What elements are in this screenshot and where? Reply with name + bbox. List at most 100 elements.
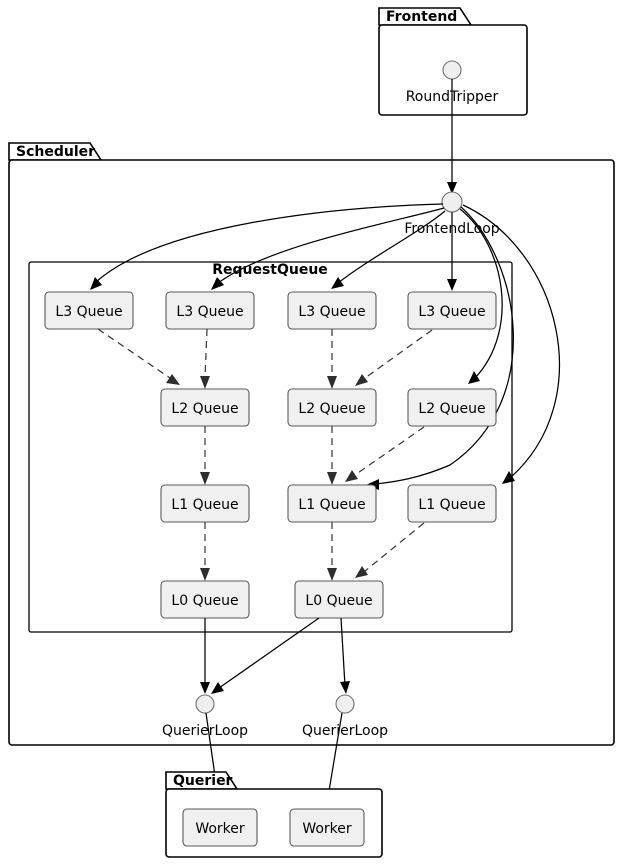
querier-package-title: Querier: [173, 773, 233, 789]
frontendloop-interface-circle[interactable]: [441, 191, 463, 213]
node-l2-queue-1[interactable]: L2 Queue: [160, 388, 250, 427]
group-request-queue: RequestQueue: [28, 261, 513, 633]
edge-line: [218, 617, 320, 689]
edge-l0-2-to-querierloop-1: [211, 617, 320, 694]
arrowhead: [200, 472, 210, 485]
node-l1-queue-1[interactable]: L1 Queue: [160, 484, 250, 523]
edge-line: [364, 329, 433, 379]
arrowhead: [90, 277, 102, 290]
edge-l1-1-to-l0-1: [200, 522, 210, 581]
node-worker-1[interactable]: Worker: [182, 808, 258, 847]
node-l3-queue-4[interactable]: L3 Queue: [407, 291, 497, 330]
querierloop-2-label: QuerierLoop: [302, 723, 388, 739]
node-label: L0 Queue: [171, 593, 238, 609]
edge-line: [459, 208, 503, 379]
node-l0-queue-2[interactable]: L0 Queue: [294, 580, 384, 619]
node-l0-queue-1[interactable]: L0 Queue: [160, 580, 250, 619]
querierloop-1-interface: QuerierLoop: [162, 694, 248, 739]
node-l2-queue-3[interactable]: L2 Queue: [407, 388, 497, 427]
node-l2-queue-2[interactable]: L2 Queue: [287, 388, 377, 427]
node-label: L1 Queue: [418, 497, 485, 513]
edge-line: [217, 207, 445, 284]
arrowhead: [331, 277, 344, 289]
edge-frontendloop-to-l2-3: [459, 208, 503, 384]
node-box[interactable]: [294, 580, 384, 619]
edge-l3-2-to-l2-1: [200, 328, 210, 389]
node-box[interactable]: [165, 291, 255, 330]
node-label: L2 Queue: [171, 401, 238, 417]
node-l3-queue-3[interactable]: L3 Queue: [287, 291, 377, 330]
node-label: L0 Queue: [305, 593, 372, 609]
edge-l2-3-to-l1-2: [345, 426, 425, 482]
frontend-package-title: Frontend: [386, 9, 457, 25]
request-queue-title: RequestQueue: [212, 262, 328, 278]
arrowhead: [166, 374, 180, 385]
edge-line: [354, 426, 425, 476]
node-label: L3 Queue: [418, 304, 485, 320]
arrowhead: [355, 566, 368, 578]
edge-l1-2-to-l0-2: [327, 522, 337, 581]
arrowhead: [447, 182, 457, 194]
edge-line: [97, 328, 171, 379]
edge-line: [364, 522, 425, 572]
node-label: Worker: [195, 821, 245, 837]
querierloop-1-interface-circle[interactable]: [195, 694, 215, 714]
arrowhead: [327, 568, 337, 581]
edge-l0-1-to-querierloop-1: [200, 618, 210, 694]
querierloop-2-interface-circle[interactable]: [335, 694, 355, 714]
edge-l2-2-to-l1-2: [327, 426, 337, 485]
edge-line: [327, 712, 343, 798]
arrowhead: [200, 568, 210, 581]
scheduler-package-title: Scheduler: [16, 144, 95, 160]
node-label: L2 Queue: [418, 401, 485, 417]
querierloop-2-interface: QuerierLoop: [302, 694, 388, 739]
edge-line: [337, 210, 446, 284]
node-label: L3 Queue: [55, 304, 122, 320]
edge-l2-1-to-l1-1: [200, 426, 210, 485]
edge-frontendloop-to-l3-3: [331, 210, 446, 289]
arrowhead: [447, 279, 457, 291]
edge-roundtripper-to-frontendloop: [447, 79, 457, 194]
edge-line: [462, 204, 561, 479]
node-box[interactable]: [289, 808, 365, 847]
edge-l1-3-to-l0-2: [355, 522, 425, 578]
node-box[interactable]: [407, 291, 497, 330]
edge-frontendloop-to-l3-2: [211, 207, 445, 290]
edge-l3-4-to-l2-2: [355, 329, 433, 386]
arrowhead: [200, 682, 210, 694]
edge-l0-2-to-querierloop-2: [340, 617, 350, 694]
node-box[interactable]: [407, 484, 497, 523]
arrowhead: [327, 472, 337, 485]
arrowhead: [355, 374, 368, 386]
arrowhead: [211, 682, 224, 694]
node-box[interactable]: [182, 808, 258, 847]
arrowhead: [502, 471, 515, 484]
arrowhead: [345, 470, 358, 482]
node-l3-queue-1[interactable]: L3 Queue: [44, 291, 134, 330]
roundtripper-interface-circle[interactable]: [442, 60, 462, 80]
arrowhead: [200, 376, 210, 389]
node-label: Worker: [302, 821, 352, 837]
node-box[interactable]: [407, 388, 497, 427]
querierloop-1-label: QuerierLoop: [162, 723, 248, 739]
node-worker-2[interactable]: Worker: [289, 808, 365, 847]
arrowhead: [468, 371, 480, 384]
node-l1-queue-3[interactable]: L1 Queue: [407, 484, 497, 523]
edge-l3-3-to-l2-2: [327, 329, 337, 389]
node-label: L1 Queue: [171, 497, 238, 513]
edge-line: [340, 617, 346, 687]
node-l1-queue-2[interactable]: L1 Queue: [287, 484, 377, 523]
node-label: L3 Queue: [176, 304, 243, 320]
node-label: L2 Queue: [298, 401, 365, 417]
node-box[interactable]: [44, 291, 134, 330]
node-label: L3 Queue: [298, 304, 365, 320]
edge-l3-1-to-l2-1: [97, 328, 180, 385]
edge-line: [95, 203, 444, 283]
arrowhead: [340, 681, 350, 694]
edge-frontendloop-to-l3-4: [447, 212, 457, 291]
node-l3-queue-2[interactable]: L3 Queue: [165, 291, 255, 330]
arrowhead: [211, 277, 224, 290]
edge-line: [204, 328, 208, 379]
arrowhead: [327, 376, 337, 389]
